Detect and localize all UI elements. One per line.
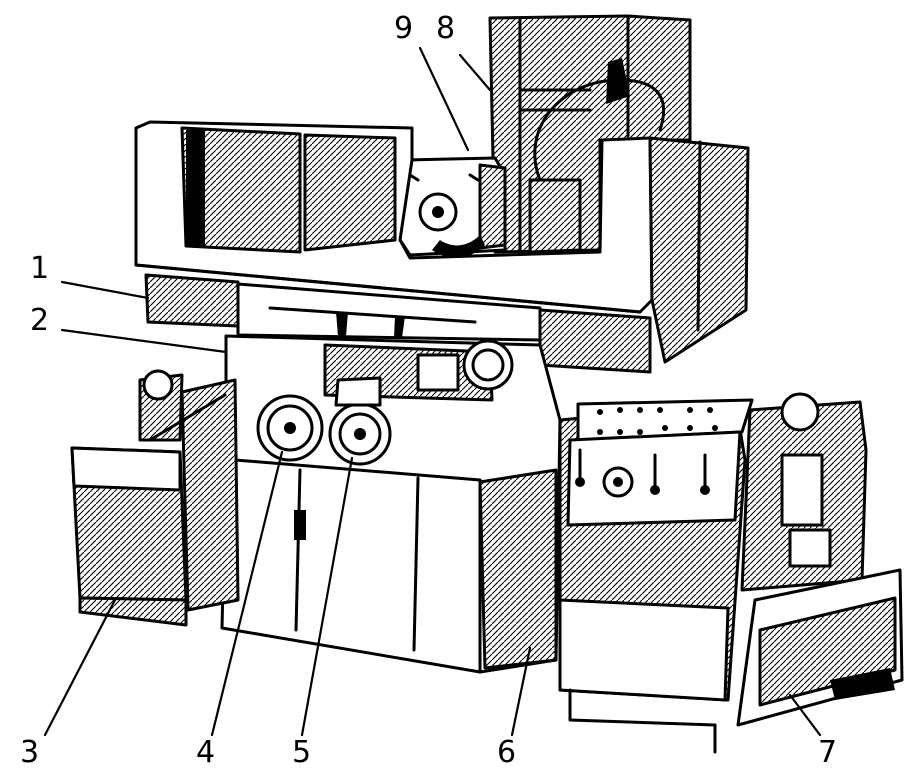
coolant-unit (70, 369, 240, 627)
callout-6: 6 (497, 735, 516, 770)
leader-4 (210, 450, 284, 737)
callout-8: 8 (436, 11, 455, 46)
bed-right-block (648, 136, 750, 364)
leader-9 (418, 46, 470, 152)
callout-7: 7 (818, 735, 837, 770)
wheel-guard (398, 156, 507, 258)
callout-numbers: 1 2 3 4 5 6 7 8 9 (20, 11, 837, 770)
callout-2: 2 (30, 303, 49, 338)
machine-base (220, 334, 562, 674)
handwheels (256, 339, 514, 466)
leader-5 (300, 456, 354, 737)
control-cabinet (558, 398, 754, 754)
callout-5: 5 (292, 735, 311, 770)
leader-8 (458, 53, 492, 92)
callout-1: 1 (30, 251, 49, 286)
leader-7 (788, 693, 822, 737)
worktable (144, 273, 652, 374)
callout-4: 4 (196, 735, 215, 770)
callout-9: 9 (394, 11, 413, 46)
leader-1 (60, 280, 150, 300)
leader-2 (60, 328, 228, 354)
callout-3: 3 (20, 735, 39, 770)
hydraulic-unit (736, 392, 904, 727)
leader-lines (43, 46, 822, 737)
leader-3 (43, 598, 117, 737)
panel-buttons (597, 407, 718, 435)
bed-upper (134, 120, 654, 314)
leader-6 (510, 646, 532, 737)
